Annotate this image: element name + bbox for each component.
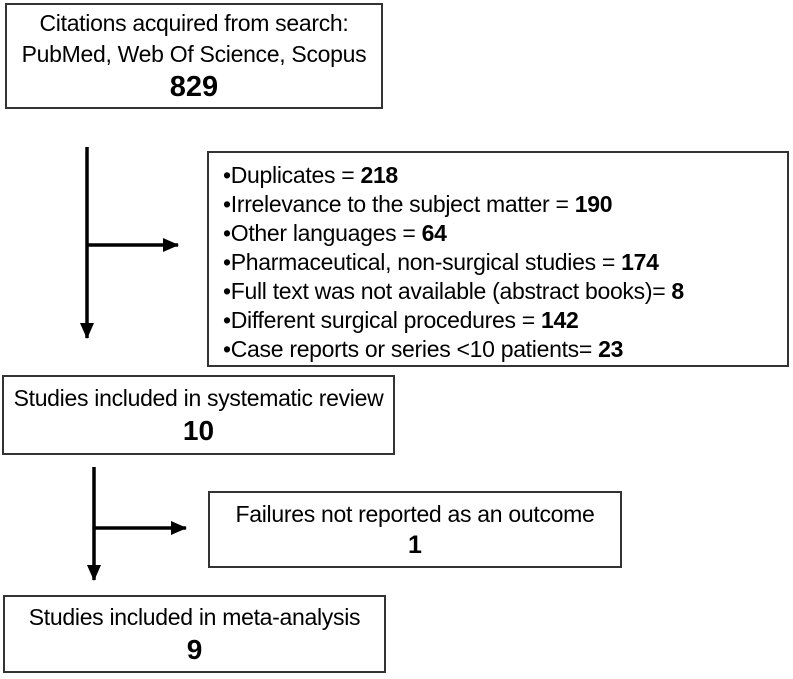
exclusion-item-no-full-text: •Full text was not available (abstract b… [223,277,684,306]
exclusion-value: 190 [574,191,613,217]
failures-count: 1 [408,531,422,559]
failures-label: Failures not reported as an outcome [235,501,595,527]
systematic-review-label: Studies included in systematic review [13,384,384,411]
systematic-review-box: Studies included in systematic review 10 [2,375,395,455]
meta-analysis-box: Studies included in meta-analysis 9 [3,595,386,673]
exclusion-value: 8 [671,278,684,304]
exclusion-value: 23 [598,336,624,362]
exclusion-item-irrelevance: •Irrelevance to the subject matter = 190 [223,190,613,219]
exclusion-label: •Pharmaceutical, non-surgical studies = [223,249,622,275]
meta-analysis-label: Studies included in meta-analysis [28,603,361,630]
exclusion-label: •Case reports or series <10 patients= [223,336,599,362]
exclusion-label: •Different surgical procedures = [223,307,541,333]
exclusion-value: 174 [621,249,659,275]
exclusion-item-different-procedures: •Different surgical procedures = 142 [223,306,579,335]
exclusion-label: •Full text was not available (abstract b… [223,278,672,304]
exclusion-label: •Duplicates = [223,162,361,188]
citations-line1: Citations acquired from search: [39,10,349,36]
exclusion-value: 218 [360,162,398,188]
exclusion-item-duplicates: •Duplicates = 218 [223,161,398,190]
exclusion-item-case-reports: •Case reports or series <10 patients= 23 [223,335,623,364]
meta-analysis-count: 9 [186,633,203,665]
citations-box: Citations acquired from search: PubMed, … [5,3,383,109]
citations-line2: PubMed, Web Of Science, Scopus [21,41,367,67]
citations-count: 829 [169,71,219,103]
systematic-review-count: 10 [182,414,215,446]
exclusion-value: 142 [540,307,579,333]
exclusions-box: •Duplicates = 218 •Irrelevance to the su… [207,151,789,367]
failures-box: Failures not reported as an outcome 1 [208,491,622,568]
exclusion-label: •Other languages = [223,220,422,246]
exclusion-item-pharmaceutical: •Pharmaceutical, non-surgical studies = … [223,248,659,277]
exclusion-value: 64 [421,220,447,246]
exclusion-item-other-languages: •Other languages = 64 [223,219,447,248]
exclusion-label: •Irrelevance to the subject matter = [223,191,575,217]
